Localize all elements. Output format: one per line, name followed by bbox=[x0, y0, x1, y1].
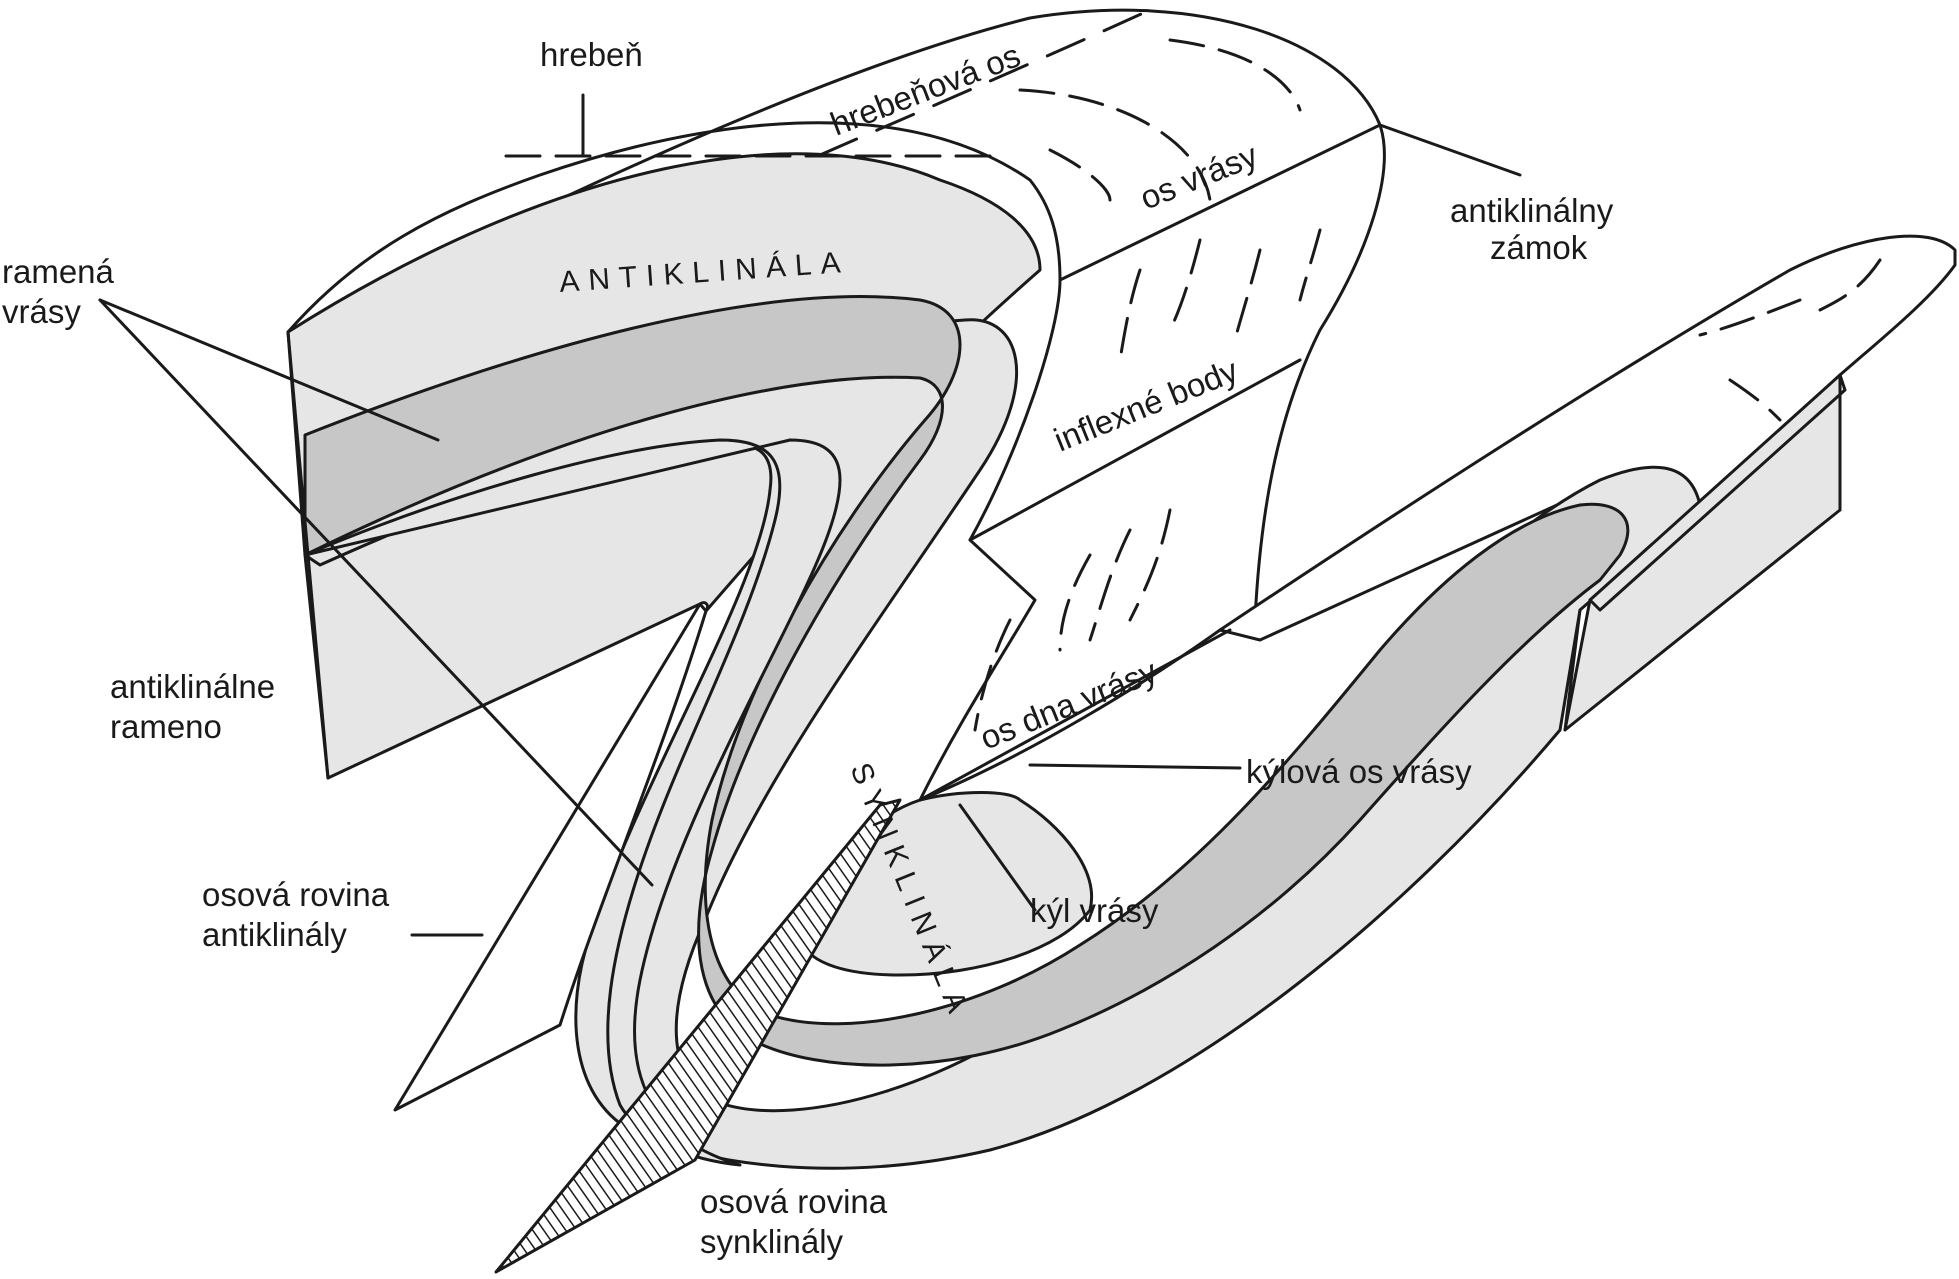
right-hinge-dash-3 bbox=[1728, 378, 1782, 422]
label-osova-rovina-synklinaly-1: osová rovina bbox=[700, 1183, 888, 1220]
trough-dash-1 bbox=[1128, 508, 1172, 622]
trough-dash-2 bbox=[1088, 528, 1132, 642]
label-osova-rovina-antiklinaly-2: antiklinály bbox=[202, 916, 347, 953]
inflection-dash-2 bbox=[1233, 248, 1262, 342]
hinge-dash-3 bbox=[1048, 148, 1112, 202]
left-top-edge bbox=[286, 330, 330, 780]
hinge-line-top bbox=[1058, 123, 1382, 282]
inflection-line bbox=[968, 358, 1302, 542]
right-block-end bbox=[1588, 373, 1847, 612]
anticline-top-surface bbox=[286, 8, 1386, 802]
label-kyl-vrasy: kýl vrásy bbox=[1030, 892, 1159, 929]
label-hreben: hrebeň bbox=[540, 36, 643, 73]
label-ramena-vrasy-2: vrásy bbox=[2, 293, 81, 330]
hinge-dash-2 bbox=[1018, 88, 1212, 202]
label-antiklinalne-rameno-2: rameno bbox=[110, 708, 222, 745]
leader-kylova-os bbox=[1028, 763, 1242, 770]
label-antiklinalne-rameno-1: antiklinálne bbox=[110, 668, 275, 705]
hinge-dash-1 bbox=[1168, 38, 1302, 112]
leader-zamok bbox=[1378, 123, 1522, 177]
inflection-dash-4 bbox=[1118, 268, 1142, 362]
label-kylova-os-vrasy: kýlová os vrásy bbox=[1246, 753, 1472, 790]
inflection-dash-3 bbox=[1168, 238, 1202, 332]
label-osova-rovina-antiklinaly-1: osová rovina bbox=[202, 876, 390, 913]
leader-ramena-2 bbox=[98, 298, 654, 887]
label-antiklinalny-zamok-2: zámok bbox=[1490, 229, 1588, 266]
label-ramena-vrasy-1: ramená bbox=[2, 253, 115, 290]
trough-line bbox=[918, 628, 1232, 802]
label-osova-rovina-synklinaly-2: synklinály bbox=[700, 1223, 844, 1260]
anticline-axial-plane bbox=[393, 602, 708, 1112]
right-block-bottom-edge bbox=[1563, 608, 1582, 732]
leader-kyl bbox=[958, 803, 1037, 912]
right-hinge-dash-1 bbox=[1818, 258, 1882, 312]
crest-axis-dashed-line bbox=[818, 8, 1152, 157]
right-hinge-dash-2 bbox=[1698, 298, 1802, 337]
trough-dash-3 bbox=[1058, 553, 1092, 652]
trough-dash-4 bbox=[973, 618, 1012, 732]
inflection-dash-1 bbox=[1298, 228, 1322, 302]
label-antiklinalny-zamok-1: antiklinálny bbox=[1450, 192, 1614, 229]
leader-ramena-1 bbox=[98, 298, 440, 442]
syncline-axial-plane bbox=[494, 798, 902, 1274]
fold-inner-layer bbox=[303, 295, 1630, 1067]
